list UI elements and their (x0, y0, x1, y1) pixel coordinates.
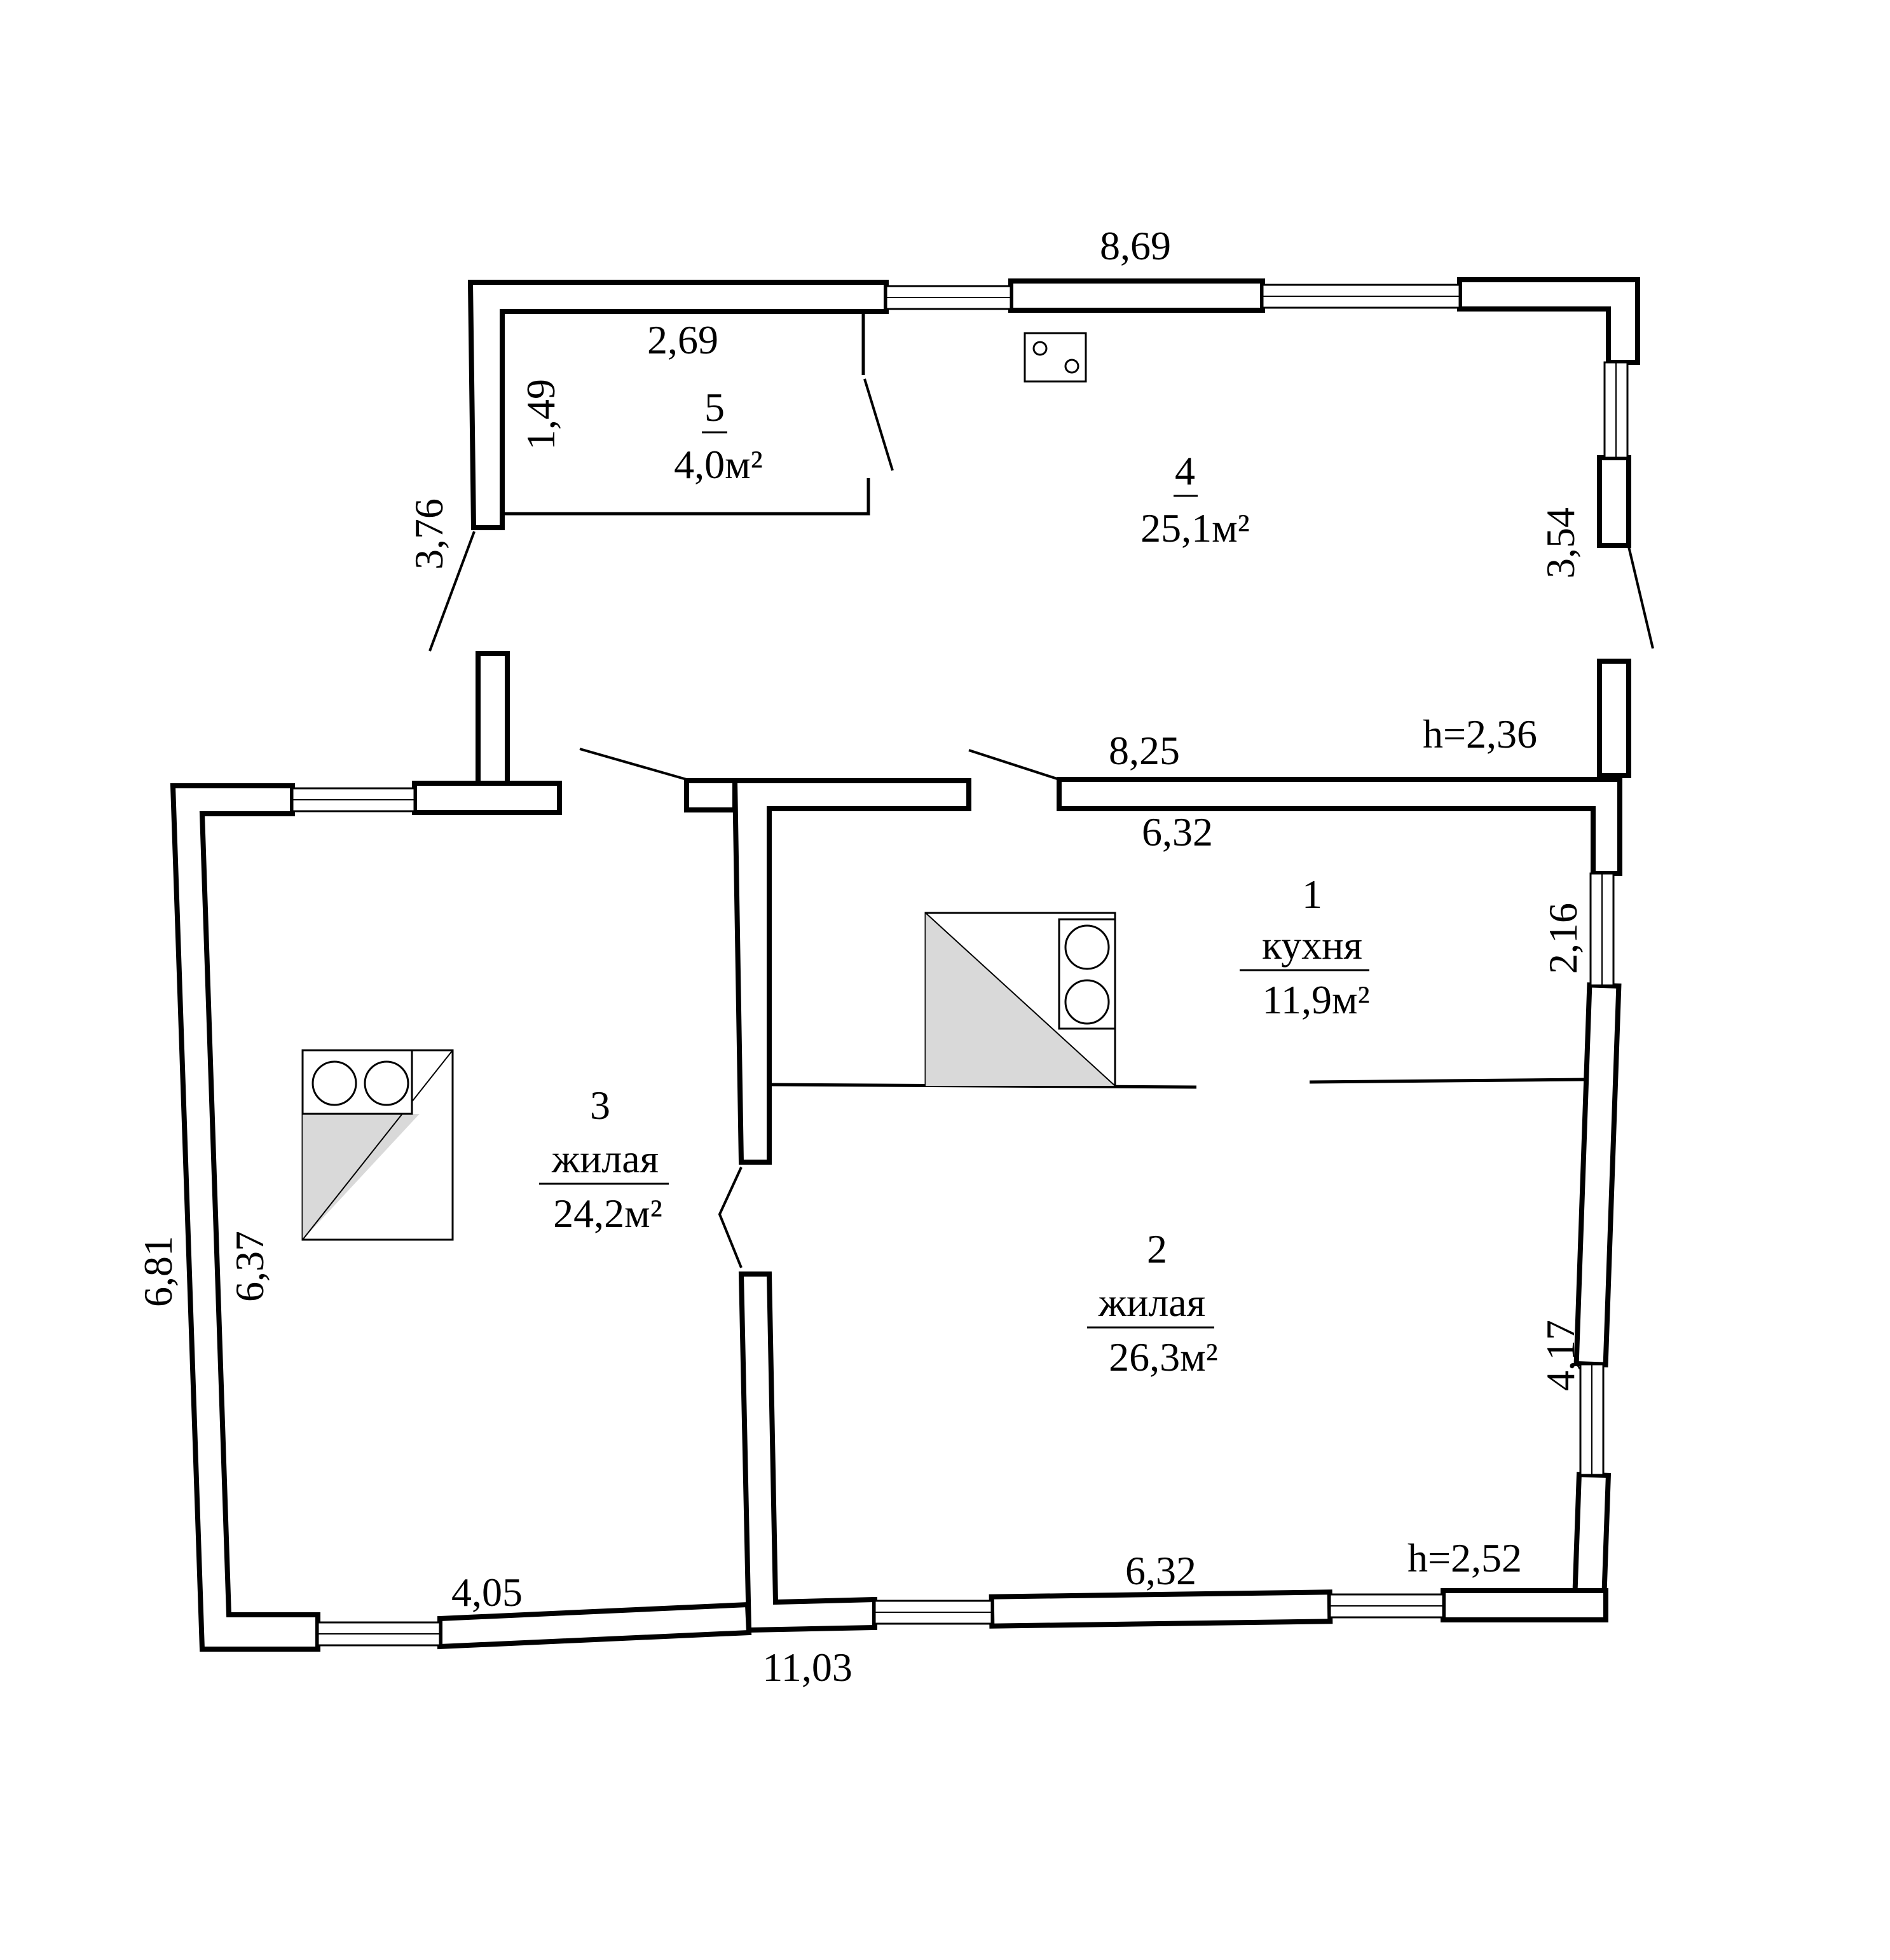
dim-room5-width: 2,69 (647, 317, 718, 362)
dim-left-outer: 6,81 (135, 1236, 181, 1307)
window-room2-bottom-2 (1329, 1593, 1444, 1619)
window-room3-bottom (317, 1621, 441, 1647)
dim-room5-depth: 1,49 (518, 379, 563, 450)
windows (291, 284, 1629, 1647)
window-room3-top (291, 787, 416, 812)
window-kitchen-right (1589, 872, 1615, 987)
room-1-name: кухня (1262, 922, 1362, 968)
door-veranda-right-entry (1627, 546, 1654, 649)
dim-kitchen-depth: 2,16 (1540, 903, 1585, 974)
room-5-number: 5 (704, 385, 725, 430)
dim-bottom-inner: 6,32 (1125, 1548, 1196, 1593)
dim-veranda-left: 3,76 (406, 498, 451, 570)
window-veranda-top-1 (885, 285, 1012, 310)
room-4-label: 4 25,1м² (1140, 448, 1250, 551)
dim-height-top: h=2,36 (1423, 711, 1537, 757)
room-2-number: 2 (1147, 1226, 1167, 1271)
stove-room3 (301, 1049, 454, 1241)
stove-kitchen (924, 912, 1116, 1087)
veranda-wall-top-right (1457, 277, 1640, 365)
room-4-area: 25,1м² (1140, 505, 1250, 551)
dim-living-right: 4,17 (1538, 1320, 1583, 1391)
dim-kitchen-width: 6,32 (1142, 809, 1213, 854)
door-room2-room3 (718, 1167, 743, 1268)
room-1-label: 1 кухня 11,9м² (1240, 872, 1370, 1022)
room-3-number: 3 (590, 1083, 610, 1128)
house-wall-top-center-left (684, 778, 737, 812)
dim-top-outer: 8,69 (1100, 223, 1171, 268)
window-veranda-right (1603, 361, 1629, 459)
dim-left-inner: 6,37 (227, 1231, 272, 1302)
house-wall-center-top (732, 778, 971, 1165)
house-wall-top-left-segment (412, 781, 562, 815)
dim-veranda-right: 3,54 (1538, 507, 1583, 579)
veranda-wall-top-middle (1008, 278, 1265, 313)
room-2-label: 2 жилая 26,3м² (1087, 1226, 1218, 1380)
house-wall-left-outer (170, 783, 320, 1652)
veranda-wall-right-segment (1597, 455, 1631, 548)
room-2-name: жилая (1098, 1280, 1205, 1325)
veranda-wall-left-lower (476, 651, 510, 786)
room-1-area: 11,9м² (1262, 977, 1369, 1022)
window-room2-bottom-1 (873, 1600, 993, 1625)
room-3-area: 24,2м² (553, 1191, 662, 1236)
house-wall-bottom-right (1441, 1588, 1608, 1622)
house-wall-center-bottom (738, 1271, 877, 1633)
veranda-wall-top-left (467, 280, 889, 530)
window-room2-right (1579, 1363, 1605, 1476)
room-4-number: 4 (1175, 448, 1195, 493)
walls (170, 277, 1640, 1652)
dimension-labels: 8,69 2,69 1,49 3,76 3,54 8,25 h=2,36 6,3… (135, 223, 1585, 1690)
door-veranda-left-entry (428, 531, 476, 652)
stove-veranda (1024, 332, 1087, 383)
room-2-area: 26,3м² (1109, 1334, 1218, 1380)
window-veranda-top-2 (1261, 284, 1461, 309)
room-1-number: 1 (1302, 872, 1322, 917)
door-to-room3-swing (579, 748, 687, 781)
room-5-label: 5 4,0м² (674, 385, 763, 487)
dim-height-bottom: h=2,52 (1407, 1535, 1522, 1580)
room-3-name: жилая (551, 1136, 659, 1181)
veranda-wall-right-lower (1597, 659, 1631, 778)
room-3-label: 3 жилая 24,2м² (539, 1083, 669, 1236)
doors (428, 378, 1654, 1268)
door-to-kitchen-swing (968, 749, 1060, 781)
dim-bottom-outer: 11,03 (762, 1645, 853, 1690)
dim-bottom-left-inner: 4,05 (451, 1570, 523, 1615)
door-room5 (863, 378, 894, 471)
kitchen-partition-right (1309, 1078, 1586, 1084)
room-5-area: 4,0м² (674, 442, 763, 487)
house-wall-bottom-middle (989, 1589, 1333, 1629)
room5-partition (502, 478, 870, 516)
dim-middle-outer: 8,25 (1109, 728, 1180, 773)
house-wall-right-upper (1573, 982, 1622, 1367)
